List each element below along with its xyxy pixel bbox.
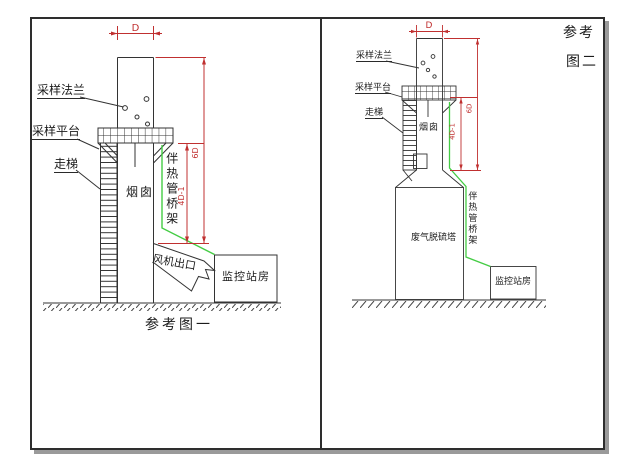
label-monitor-station-1: 监控站房: [222, 270, 270, 283]
dim-6d-2: 6D: [465, 103, 474, 114]
label-sampling-flange-2: 采样法兰: [356, 51, 393, 63]
flange-ports: [122, 96, 150, 127]
label-tower-2: 废气脱硫塔: [411, 233, 457, 243]
dim-4d-1: 4D-1: [177, 186, 186, 206]
figure1-caption: 参考图一: [145, 317, 213, 333]
label-heat-trace-bridge-2: 伴热管桥架: [466, 191, 477, 246]
platform-deck-2: [401, 85, 457, 101]
dim-d-2: D: [425, 21, 433, 31]
access-box-2: [413, 153, 428, 169]
stack-outline: [416, 38, 443, 170]
label-ladder-2: 走梯: [365, 108, 384, 120]
figure2-caption-line2: 图二: [566, 54, 598, 70]
label-sampling-platform-1: 采样平台: [32, 124, 81, 140]
ladder-brace-2: [402, 169, 413, 182]
figure2-dimensions: [409, 25, 481, 171]
heated-pipe-route-2: [448, 102, 491, 268]
figure1-dimensions: [109, 26, 209, 244]
ladder-rails-2: [402, 99, 417, 171]
station-box-2: [490, 266, 537, 300]
figure2-linework: [352, 38, 546, 308]
label-ladder-1: 走梯: [54, 157, 79, 173]
ground-hatch-2: [352, 301, 546, 308]
tower-body: [395, 187, 464, 300]
label-chimney-2: 烟囱: [419, 123, 440, 133]
label-sampling-flange-1: 采样法兰: [37, 83, 86, 99]
chimney-outline: [117, 57, 154, 303]
fan-outlet-arrow: [153, 242, 216, 292]
panel-divider: [320, 18, 322, 449]
leader-lines: [75, 96, 124, 190]
label-heat-trace-bridge-1: 伴热管桥架: [164, 152, 179, 227]
ladder-rails: [100, 142, 118, 304]
dim-4d-2: 4D-1: [448, 123, 457, 140]
heated-pipe-route: [161, 145, 215, 256]
flange-ports-2: [420, 54, 437, 79]
figure1-linework: [43, 57, 281, 311]
ground-hatch: [43, 304, 281, 311]
dim-d-1: D: [131, 23, 140, 34]
label-chimney-1: 烟囱: [126, 185, 155, 199]
tower-shoulder: [395, 169, 464, 188]
label-monitor-station-2: 监控站房: [495, 277, 532, 287]
station-box: [214, 254, 278, 303]
figure2-caption-line1: 参考: [563, 25, 595, 41]
drawing-frame: [30, 17, 605, 450]
platform-deck: [97, 127, 174, 144]
label-sampling-platform-2: 采样平台: [355, 83, 392, 95]
dim-6d-1: 6D: [191, 147, 200, 159]
